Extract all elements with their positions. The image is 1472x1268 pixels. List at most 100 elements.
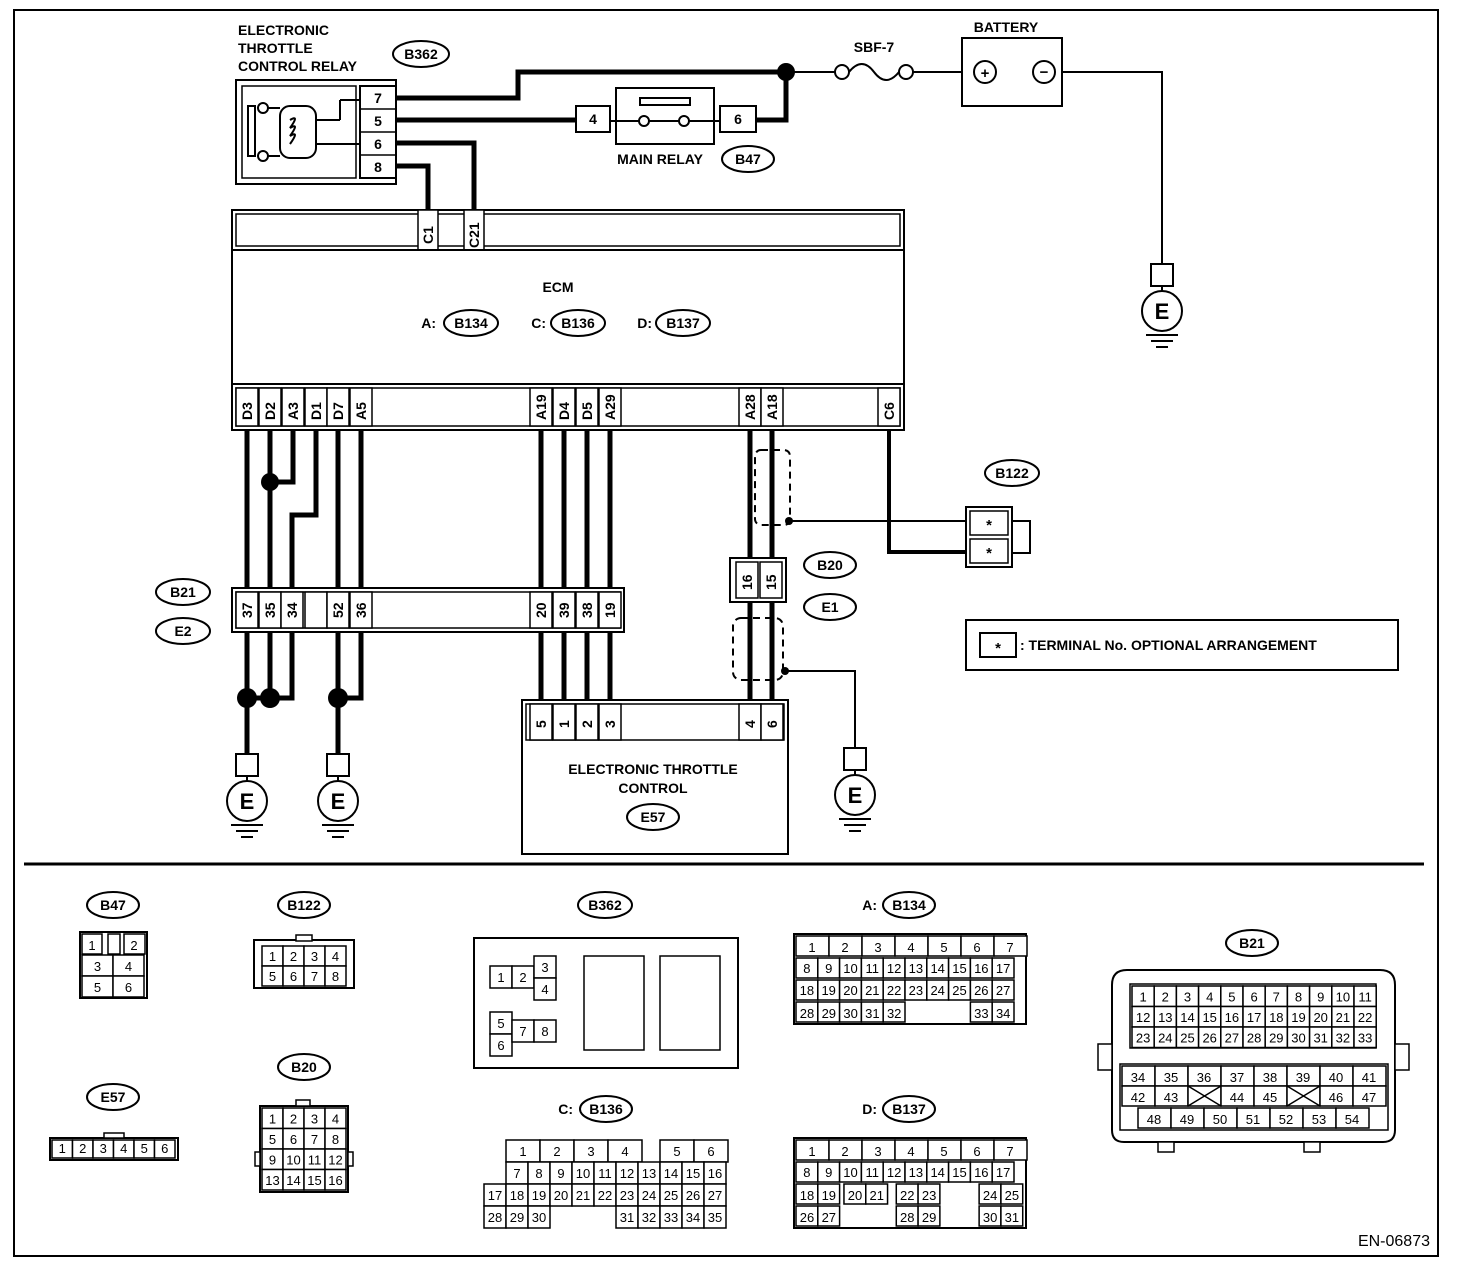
relay-pin-block: 7 5 6 8 (359, 85, 397, 179)
conn-cell-label: 22 (1358, 1010, 1372, 1025)
conn-cell-label: 1 (269, 1112, 276, 1127)
conn-cell-label: 4 (120, 1141, 127, 1156)
conn-cell-label: 2 (290, 1112, 297, 1127)
conn-cell-label: 16 (1225, 1010, 1239, 1025)
conn-cell-label: 2 (841, 940, 848, 955)
conn-cell-label: 30 (843, 1006, 857, 1021)
conn-cell-label: 39 (1296, 1070, 1310, 1085)
ecm-conn-d-prefix: D: (637, 315, 652, 331)
conn-view-code: B137 (892, 1101, 926, 1117)
conn-cell-label: 19 (821, 983, 835, 998)
b362-cell: 6 (497, 1038, 504, 1053)
conn-cell-label: 4 (1206, 990, 1213, 1005)
ground-symbol: E (317, 753, 359, 838)
conn-cell-label: 14 (286, 1173, 300, 1188)
conn-cell-label: 26 (800, 1210, 814, 1225)
conn-cell-label: 23 (1136, 1031, 1150, 1046)
ecm-bottom-pin: A29 (602, 394, 618, 420)
conn-cell-label: 26 (1202, 1031, 1216, 1046)
ecm-bottom-pin: D3 (239, 402, 255, 420)
conn-cell-label: 9 (557, 1166, 564, 1181)
conn-cell-label: 6 (973, 1144, 980, 1159)
conn-cell-label: 9 (1317, 990, 1324, 1005)
conn-cell-label: 1 (519, 1144, 526, 1159)
conn-cell-label: 5 (94, 980, 101, 995)
conn-cell-label: 47 (1362, 1090, 1376, 1105)
conn-view-code: B20 (291, 1059, 317, 1075)
conn-cell-label: 35 (708, 1210, 722, 1225)
conn-cell-label: 54 (1345, 1112, 1359, 1127)
conn-cell-label: 10 (576, 1166, 590, 1181)
ecm-top-pin: C21 (466, 222, 482, 248)
conn-cell-label: 11 (866, 961, 880, 976)
ground-label: E (848, 783, 863, 808)
conn-cell-label: 21 (576, 1188, 590, 1203)
conn-cell-label: 7 (311, 1132, 318, 1147)
conn-cell-label: 29 (510, 1210, 524, 1225)
ecm-bottom-pin: C6 (881, 402, 897, 420)
ecm-bottom-pin: A19 (533, 394, 549, 420)
fuse-label: SBF-7 (854, 39, 895, 55)
throttle-title-1: ELECTRONIC THROTTLE (568, 761, 738, 777)
ecm-pin-box (349, 387, 373, 427)
conn-cell-label: 23 (620, 1188, 634, 1203)
throttle-control-relay: ELECTRONIC THROTTLE CONTROL RELAY B362 7… (235, 22, 450, 185)
b21-pin-box (575, 591, 599, 629)
b21-pin-box (598, 591, 622, 629)
throttle-pin-box (575, 703, 599, 741)
conn-view-prefix: C: (558, 1101, 573, 1117)
conn-cell-label: 3 (1184, 990, 1191, 1005)
conn-cell-label: 7 (1006, 940, 1013, 955)
ecm-pin-box (552, 387, 576, 427)
battery-minus: − (1040, 64, 1049, 81)
conn-cell-label: 6 (1250, 990, 1257, 1005)
conn-cell-label: 1 (808, 940, 815, 955)
throttle-pin-box (598, 703, 622, 741)
b21-pin-box (326, 591, 350, 629)
conn-cell-label: 44 (1230, 1090, 1244, 1105)
conn-cell-label: 49 (1180, 1112, 1194, 1127)
conn-cell-label: 34 (686, 1210, 700, 1225)
conn-cell-label: 10 (1336, 990, 1350, 1005)
conn-cell-label: 4 (332, 949, 339, 964)
conn-cell-label: 6 (973, 940, 980, 955)
ecm-bottom-pin: D1 (308, 402, 324, 420)
conn-cell-label: 16 (328, 1173, 342, 1188)
b21-pin: 37 (239, 602, 255, 618)
b21-pin-box (349, 591, 373, 629)
conn-view-code: B362 (588, 897, 622, 913)
ecm-top-pin: C1 (420, 226, 436, 244)
conn-cell-label: 1 (1139, 990, 1146, 1005)
conn-cell-label: 20 (843, 983, 857, 998)
b21-pin: 39 (556, 602, 572, 618)
conn-cell-label: 15 (952, 961, 966, 976)
conn-cell-label: 5 (673, 1144, 680, 1159)
b20-pin: 15 (763, 574, 779, 590)
conn-cell-label: 25 (664, 1188, 678, 1203)
conn-cell (1353, 1026, 1377, 1049)
conn-cell (991, 1161, 1015, 1183)
conn-cell-label: 14 (664, 1166, 678, 1181)
conn-cell-label: 24 (930, 983, 944, 998)
relay-title-1: ELECTRONIC (238, 22, 329, 38)
b21-pin: 20 (533, 602, 549, 618)
throttle-pin-box (552, 703, 576, 741)
main-relay-pin: 4 (589, 111, 597, 127)
conn-cell-label: 6 (161, 1141, 168, 1156)
conn-view-code: B136 (589, 1101, 623, 1117)
throttle-pin: 5 (533, 720, 549, 728)
ecm-pin-box (326, 387, 350, 427)
conn-cell (324, 1168, 347, 1191)
ecm-conn-c: B136 (561, 315, 595, 331)
conn-cell-label: 4 (907, 1144, 914, 1159)
conn-cell-label: 29 (1269, 1031, 1283, 1046)
b21-pin-box (280, 591, 304, 629)
conn-cell-label: 25 (1180, 1031, 1194, 1046)
conn-cell-label: 11 (308, 1153, 322, 1168)
